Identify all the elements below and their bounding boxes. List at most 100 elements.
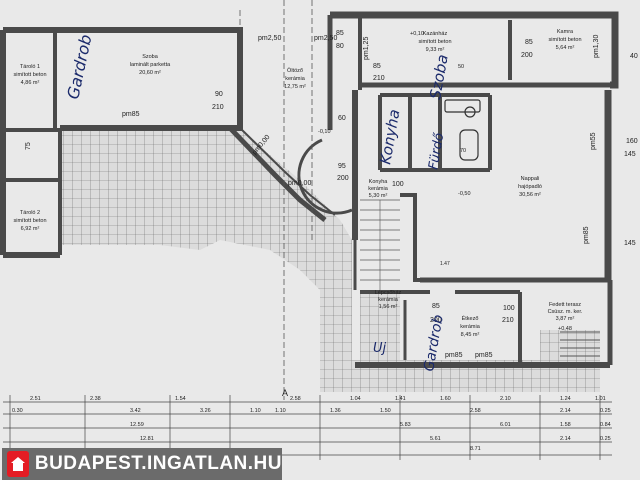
svg-text:pm1,25: pm1,25 bbox=[363, 37, 370, 60]
dim-r1-3: 1.10 bbox=[250, 408, 261, 414]
svg-text:simított beton: simított beton bbox=[13, 218, 46, 224]
svg-text:Konyha: Konyha bbox=[369, 179, 389, 185]
svg-text:12,75 m²: 12,75 m² bbox=[284, 84, 306, 90]
svg-text:200: 200 bbox=[521, 52, 533, 59]
svg-text:90: 90 bbox=[215, 91, 223, 98]
dim-r1-6: 1.50 bbox=[380, 408, 391, 414]
dim-r0-0: 2.51 bbox=[30, 396, 41, 402]
dim-r2-4: 0.84 bbox=[600, 422, 611, 428]
dim-r0-5: 1.41 bbox=[395, 396, 406, 402]
svg-text:Szoba: Szoba bbox=[142, 54, 159, 60]
svg-text:6,92 m²: 6,92 m² bbox=[21, 226, 40, 232]
svg-text:40: 40 bbox=[630, 53, 638, 60]
svg-text:simított beton: simított beton bbox=[548, 37, 581, 43]
svg-text:210: 210 bbox=[373, 75, 385, 82]
watermark-banner: BUDAPEST.INGATLAN.HU bbox=[2, 448, 282, 480]
home-icon bbox=[7, 451, 29, 477]
svg-text:Kazánház: Kazánház bbox=[423, 31, 448, 37]
svg-text:pm85: pm85 bbox=[445, 352, 463, 359]
dim-r0-7: 2.10 bbox=[500, 396, 511, 402]
svg-text:kerámia: kerámia bbox=[460, 324, 481, 330]
svg-text:simított beton: simított beton bbox=[13, 72, 46, 78]
room-terasz-label: Fedett terasz Csúsz. m. ker. 3,87 m² bbox=[548, 302, 583, 322]
dim-r3-3: 2.14 bbox=[560, 436, 571, 442]
svg-text:pm55: pm55 bbox=[590, 132, 597, 150]
svg-text:-0,10: -0,10 bbox=[318, 129, 331, 135]
room-taroló2-label: Tároló 2 simított beton 6,92 m² bbox=[13, 210, 46, 232]
svg-text:pm2,50: pm2,50 bbox=[314, 35, 337, 42]
svg-text:4,86 m²: 4,86 m² bbox=[21, 80, 40, 86]
svg-text:Étkező: Étkező bbox=[462, 315, 479, 322]
svg-text:Öltöző: Öltöző bbox=[287, 67, 303, 74]
svg-text:60: 60 bbox=[338, 115, 346, 122]
plan-annotations: pm2,50 pm2,50 pm1,25 pm1,30 pm85 pm85 pm… bbox=[25, 30, 638, 359]
svg-text:210: 210 bbox=[212, 104, 224, 111]
svg-text:80: 80 bbox=[336, 43, 344, 50]
svg-text:5,30 m²: 5,30 m² bbox=[369, 193, 388, 199]
svg-text:Kamra: Kamra bbox=[557, 29, 574, 35]
dim-r1-9: 0.25 bbox=[600, 408, 611, 414]
room-nappali-label: Nappali hajópadló 30,56 m² bbox=[518, 176, 542, 198]
svg-text:hajópadló: hajópadló bbox=[518, 184, 542, 190]
svg-text:-0,50: -0,50 bbox=[458, 191, 471, 197]
room-konyha-label: Konyha kerámia 5,30 m² bbox=[368, 179, 389, 199]
dim-r1-7: 2.58 bbox=[470, 408, 481, 414]
dim-r3-0: 12.81 bbox=[140, 436, 154, 442]
dim-r1-2: 3.26 bbox=[200, 408, 211, 414]
svg-text:200: 200 bbox=[337, 175, 349, 182]
svg-text:1,56 m²: 1,56 m² bbox=[379, 304, 398, 310]
svg-text:pm1,30: pm1,30 bbox=[593, 35, 600, 58]
svg-text:9,33 m²: 9,33 m² bbox=[426, 47, 445, 53]
handwritten-uj: Uj bbox=[373, 341, 387, 356]
svg-text:Tároló 1: Tároló 1 bbox=[20, 64, 40, 70]
watermark-text: BUDAPEST.INGATLAN.HU bbox=[34, 453, 282, 474]
dim-r2-3: 1.58 bbox=[560, 422, 571, 428]
svg-text:200: 200 bbox=[430, 317, 442, 324]
room-labels: Tároló 1 simított beton 4,86 m² Szoba la… bbox=[13, 29, 582, 338]
room-lepcsohaz-label: Lépcsőház kerámia 1,56 m² bbox=[375, 290, 402, 310]
dim-r1-8: 2.14 bbox=[560, 408, 571, 414]
dim-r1-4: 1.10 bbox=[275, 408, 286, 414]
svg-text:210: 210 bbox=[502, 317, 514, 324]
section-marker: A bbox=[282, 388, 288, 398]
svg-text:160: 160 bbox=[626, 138, 638, 145]
dim-r0-2: 1.54 bbox=[175, 396, 186, 402]
svg-text:85: 85 bbox=[432, 303, 440, 310]
dim-r1-1: 3.42 bbox=[130, 408, 141, 414]
svg-text:100: 100 bbox=[392, 181, 404, 188]
room-kamra-label: Kamra simított beton 5,64 m² bbox=[548, 29, 581, 51]
svg-text:3,87 m²: 3,87 m² bbox=[556, 316, 575, 322]
dim-r0-3: 2.58 bbox=[290, 396, 301, 402]
dim-r2-2: 6.01 bbox=[500, 422, 511, 428]
svg-text:+0,10: +0,10 bbox=[410, 31, 424, 37]
svg-text:75: 75 bbox=[25, 142, 32, 150]
room-kazanhaz-label: Kazánház simított beton 9,33 m² bbox=[418, 31, 451, 53]
walls bbox=[0, 11, 619, 368]
svg-text:85: 85 bbox=[336, 30, 344, 37]
svg-text:Csúsz. m. ker.: Csúsz. m. ker. bbox=[548, 309, 583, 315]
dim-r0-4: 1.04 bbox=[350, 396, 361, 402]
svg-text:pm85: pm85 bbox=[475, 352, 493, 359]
dim-r0-1: 2.38 bbox=[90, 396, 101, 402]
svg-text:1.47: 1.47 bbox=[440, 261, 450, 267]
svg-text:kerámia: kerámia bbox=[285, 76, 306, 82]
svg-text:kerámia: kerámia bbox=[368, 186, 389, 192]
svg-text:5,64 m²: 5,64 m² bbox=[556, 45, 575, 51]
svg-text:85: 85 bbox=[373, 63, 381, 70]
svg-text:simított beton: simított beton bbox=[418, 39, 451, 45]
dimension-numbers: 2.51 2.38 1.54 2.58 1.04 1.41 1.60 2.10 … bbox=[12, 396, 611, 452]
svg-text:145: 145 bbox=[624, 240, 636, 247]
dim-r3-1: 5.61 bbox=[430, 436, 441, 442]
svg-text:8,45 m²: 8,45 m² bbox=[461, 332, 480, 338]
dim-r1-5: 1.36 bbox=[330, 408, 341, 414]
svg-text:Fedett terasz: Fedett terasz bbox=[549, 302, 581, 308]
svg-text:pm0,00: pm0,00 bbox=[288, 180, 311, 187]
svg-text:+0,48: +0,48 bbox=[558, 326, 572, 332]
dim-r1-0: 0.30 bbox=[12, 408, 23, 414]
svg-text:70: 70 bbox=[460, 148, 466, 154]
svg-text:145: 145 bbox=[624, 151, 636, 158]
dim-r3-4: 0.25 bbox=[600, 436, 611, 442]
dim-r2-0: 12.59 bbox=[130, 422, 144, 428]
